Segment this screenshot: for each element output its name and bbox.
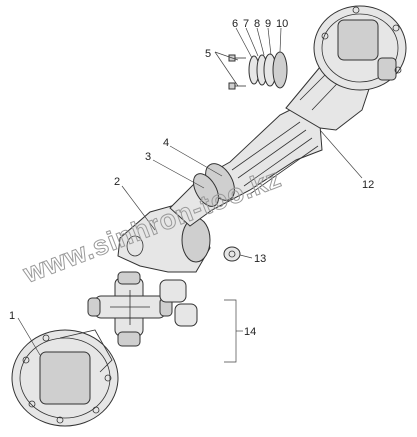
universal-joint-kit-part-14 [87,271,198,347]
callout-1: 1 [9,310,15,322]
upper-flange-yoke [313,5,407,91]
flange-part-1 [11,329,119,427]
nut-part-13 [223,246,241,262]
callout-6: 6 [232,18,238,30]
callout-4: 4 [163,137,169,149]
bracket-14 [224,299,237,363]
callout-13: 13 [254,253,266,265]
shaft-tube-parts-3-4 [169,104,323,227]
callout-8: 8 [254,18,260,30]
callout-10: 10 [276,18,288,30]
callout-7: 7 [243,18,249,30]
callout-5: 5 [205,48,211,60]
callout-12: 12 [362,179,374,191]
callout-14: 14 [244,326,256,338]
callout-2: 2 [114,176,120,188]
watermark-text: www.sinhron-too.kz [18,163,285,289]
bolts-and-seals-parts-5-10 [228,51,288,90]
leader-lines [17,27,363,356]
callout-9: 9 [265,18,271,30]
callout-3: 3 [145,151,151,163]
